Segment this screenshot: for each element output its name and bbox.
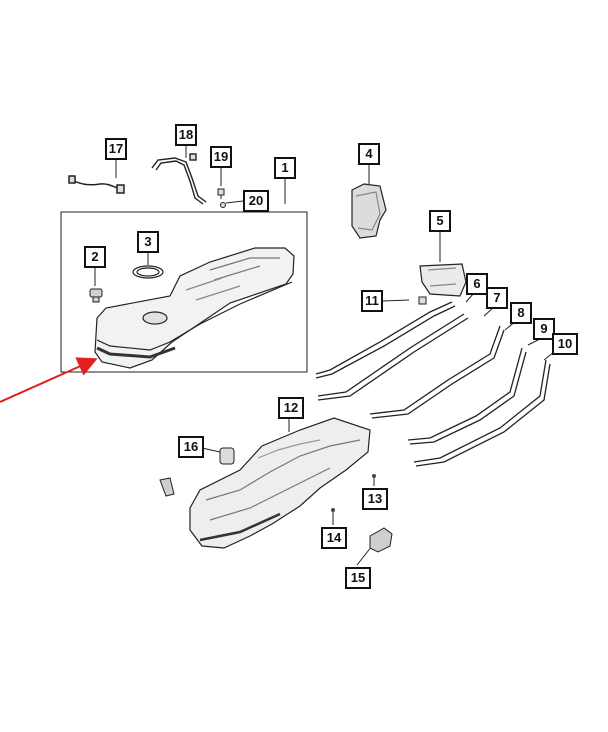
callout-4: 4	[358, 143, 380, 165]
callout-3: 3	[137, 231, 159, 253]
red-arrow	[0, 357, 98, 403]
callout-20: 20	[243, 190, 269, 212]
callout-18: 18	[175, 124, 197, 146]
clip-11	[418, 296, 427, 305]
shield-5	[419, 263, 467, 297]
callout-5: 5	[429, 210, 451, 232]
callout-19: 19	[210, 146, 232, 168]
fastener-20	[220, 202, 226, 208]
callout-12: 12	[278, 397, 304, 419]
lock-ring-3	[132, 265, 164, 279]
valve-2	[89, 288, 103, 303]
sensor-15	[369, 527, 393, 553]
callout-8: 8	[510, 302, 532, 324]
bracket-left	[159, 477, 175, 497]
skid-plate-12	[189, 417, 371, 549]
fastener-19	[217, 188, 225, 199]
callout-17: 17	[105, 138, 127, 160]
callout-6: 6	[466, 273, 488, 295]
callout-13: 13	[362, 488, 388, 510]
wire-harness-17	[68, 175, 125, 194]
callout-15: 15	[345, 567, 371, 589]
callout-14: 14	[321, 527, 347, 549]
fuel-tank-inset-frame	[60, 211, 308, 373]
callout-10: 10	[552, 333, 578, 355]
callout-1: 1	[274, 157, 296, 179]
bumper-16	[219, 447, 235, 465]
fastener-14	[331, 508, 335, 512]
callout-7: 7	[486, 287, 508, 309]
fuel-tank-1	[94, 247, 295, 369]
leader-lines	[94, 146, 555, 566]
tank-strap-18	[151, 153, 207, 205]
callout-2: 2	[84, 246, 106, 268]
fuel-lines	[315, 301, 551, 467]
callout-11: 11	[361, 290, 383, 312]
callout-16: 16	[178, 436, 204, 458]
heat-shield-4	[351, 183, 387, 239]
callout-9: 9	[533, 318, 555, 340]
fastener-13	[372, 474, 376, 478]
